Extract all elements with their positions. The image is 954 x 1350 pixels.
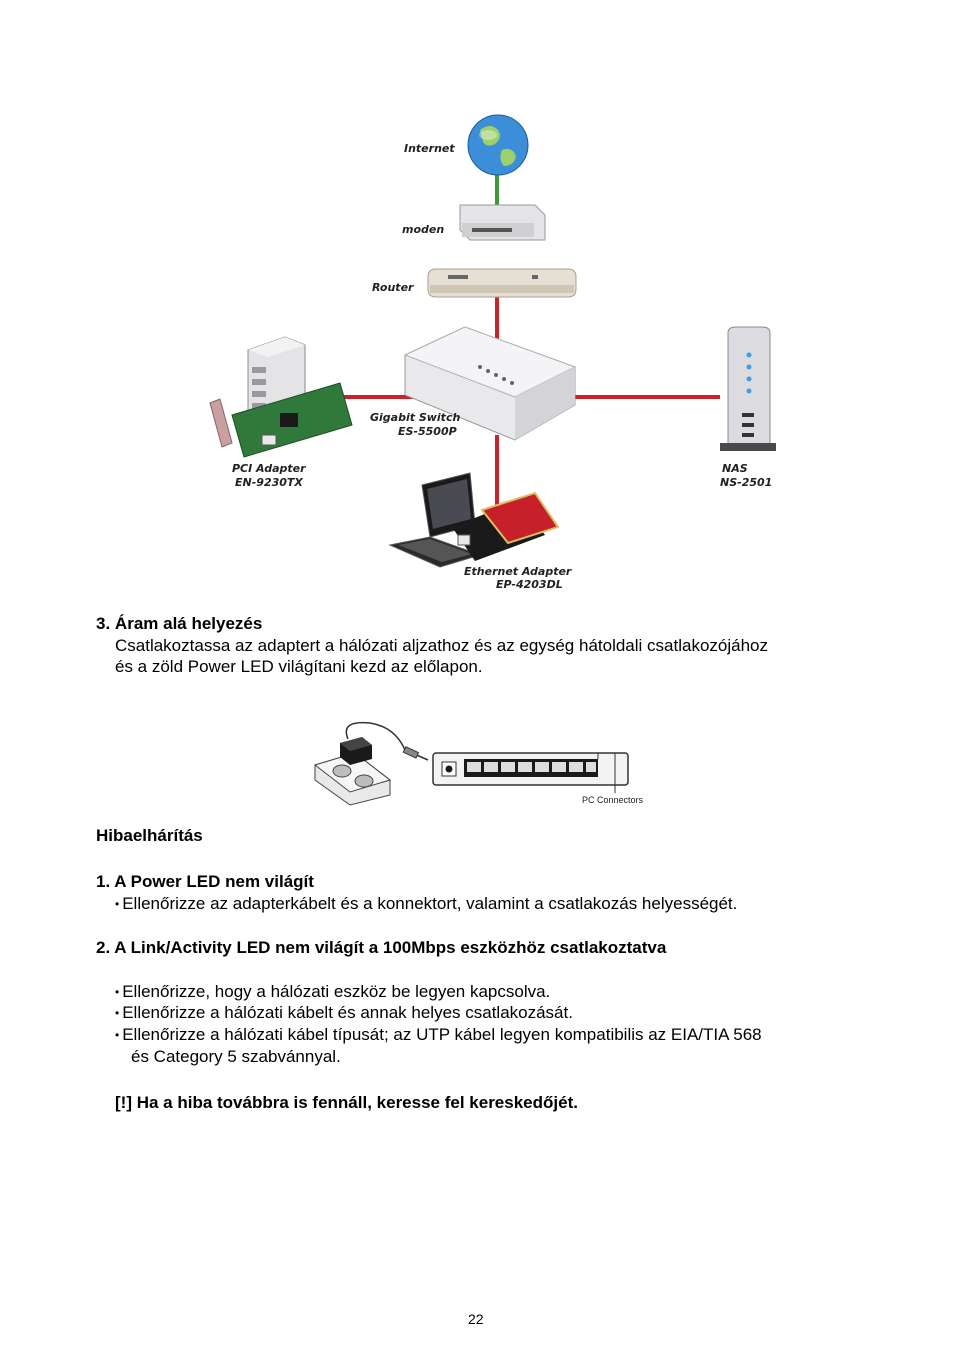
trouble-item-2-bullet-3-cont: és Category 5 szabvánnyal. (131, 1047, 341, 1066)
label-internet: Internet (404, 142, 455, 155)
power-line-2: és a zöld Power LED világítani kezd az e… (115, 657, 483, 676)
trouble-item-2-title: A Link/Activity LED nem világít a 100Mbp… (114, 938, 667, 957)
label-nas-line1: NAS (722, 462, 748, 475)
label-eth-line1: Ethernet Adapter (464, 565, 572, 578)
label-eth-line2: EP-4203DL (496, 578, 563, 591)
pc-connectors-label: PC Connectors (582, 795, 644, 805)
label-router: Router (372, 281, 414, 294)
power-heading: 3. Áram alá helyezés (96, 613, 262, 634)
modem-icon (459, 204, 546, 241)
trouble-item-2-bullet-1: Ellenőrizze, hogy a hálózati eszköz be l… (115, 981, 550, 1004)
router-icon (427, 268, 577, 298)
power-strip-icon (313, 752, 392, 806)
label-modem: moden (402, 223, 444, 236)
power-line-1: Csatlakoztassa az adaptert a hálózati al… (115, 636, 768, 655)
network-diagram: Internet moden Router Gigabit Switch ES-… (209, 114, 776, 591)
power-adapter-icon (340, 737, 372, 765)
label-switch-line2: ES-5500P (398, 425, 457, 438)
power-cable (345, 721, 429, 761)
page-number: 22 (468, 1311, 484, 1327)
trouble-item-1-bullet: Ellenőrizze az adapterkábelt és a konnek… (115, 893, 737, 916)
power-connection-illustration: PC Connectors (313, 721, 644, 806)
label-pci-line2: EN-9230TX (235, 476, 303, 489)
label-pci-line1: PCI Adapter (232, 462, 306, 475)
switch-icon (403, 326, 577, 441)
switch-back-panel (432, 752, 629, 786)
trouble-item-2-bullet-3: Ellenőrizze a hálózati kábel típusát; az… (115, 1024, 761, 1047)
trouble-note: [!] Ha a hiba továbbra is fennáll, keres… (115, 1093, 578, 1112)
power-plug (402, 746, 420, 759)
trouble-item-1-title: A Power LED nem világít (114, 872, 314, 891)
ethernet-card-icon (452, 491, 560, 561)
globe-icon (467, 114, 529, 176)
laptop-icon (388, 472, 482, 568)
trouble-item-1-heading: 1. A Power LED nem világít (96, 871, 314, 892)
pci-card-icon (209, 382, 353, 458)
troubleshooting-title: Hibaelhárítás (96, 826, 203, 845)
connector-callout-line (597, 752, 616, 793)
power-heading-text: Áram alá helyezés (114, 614, 263, 633)
label-nas-line2: NS-2501 (720, 476, 772, 489)
trouble-item-1-number: 1. (96, 872, 111, 891)
label-switch-line1: Gigabit Switch (370, 411, 460, 424)
nas-icon (720, 326, 776, 451)
trouble-item-2-bullet-2: Ellenőrizze a hálózati kábelt és annak h… (115, 1002, 573, 1025)
power-heading-number: 3. (96, 614, 111, 633)
trouble-item-2-heading: 2. A Link/Activity LED nem világít a 100… (96, 937, 666, 958)
trouble-item-2-number: 2. (96, 938, 111, 957)
